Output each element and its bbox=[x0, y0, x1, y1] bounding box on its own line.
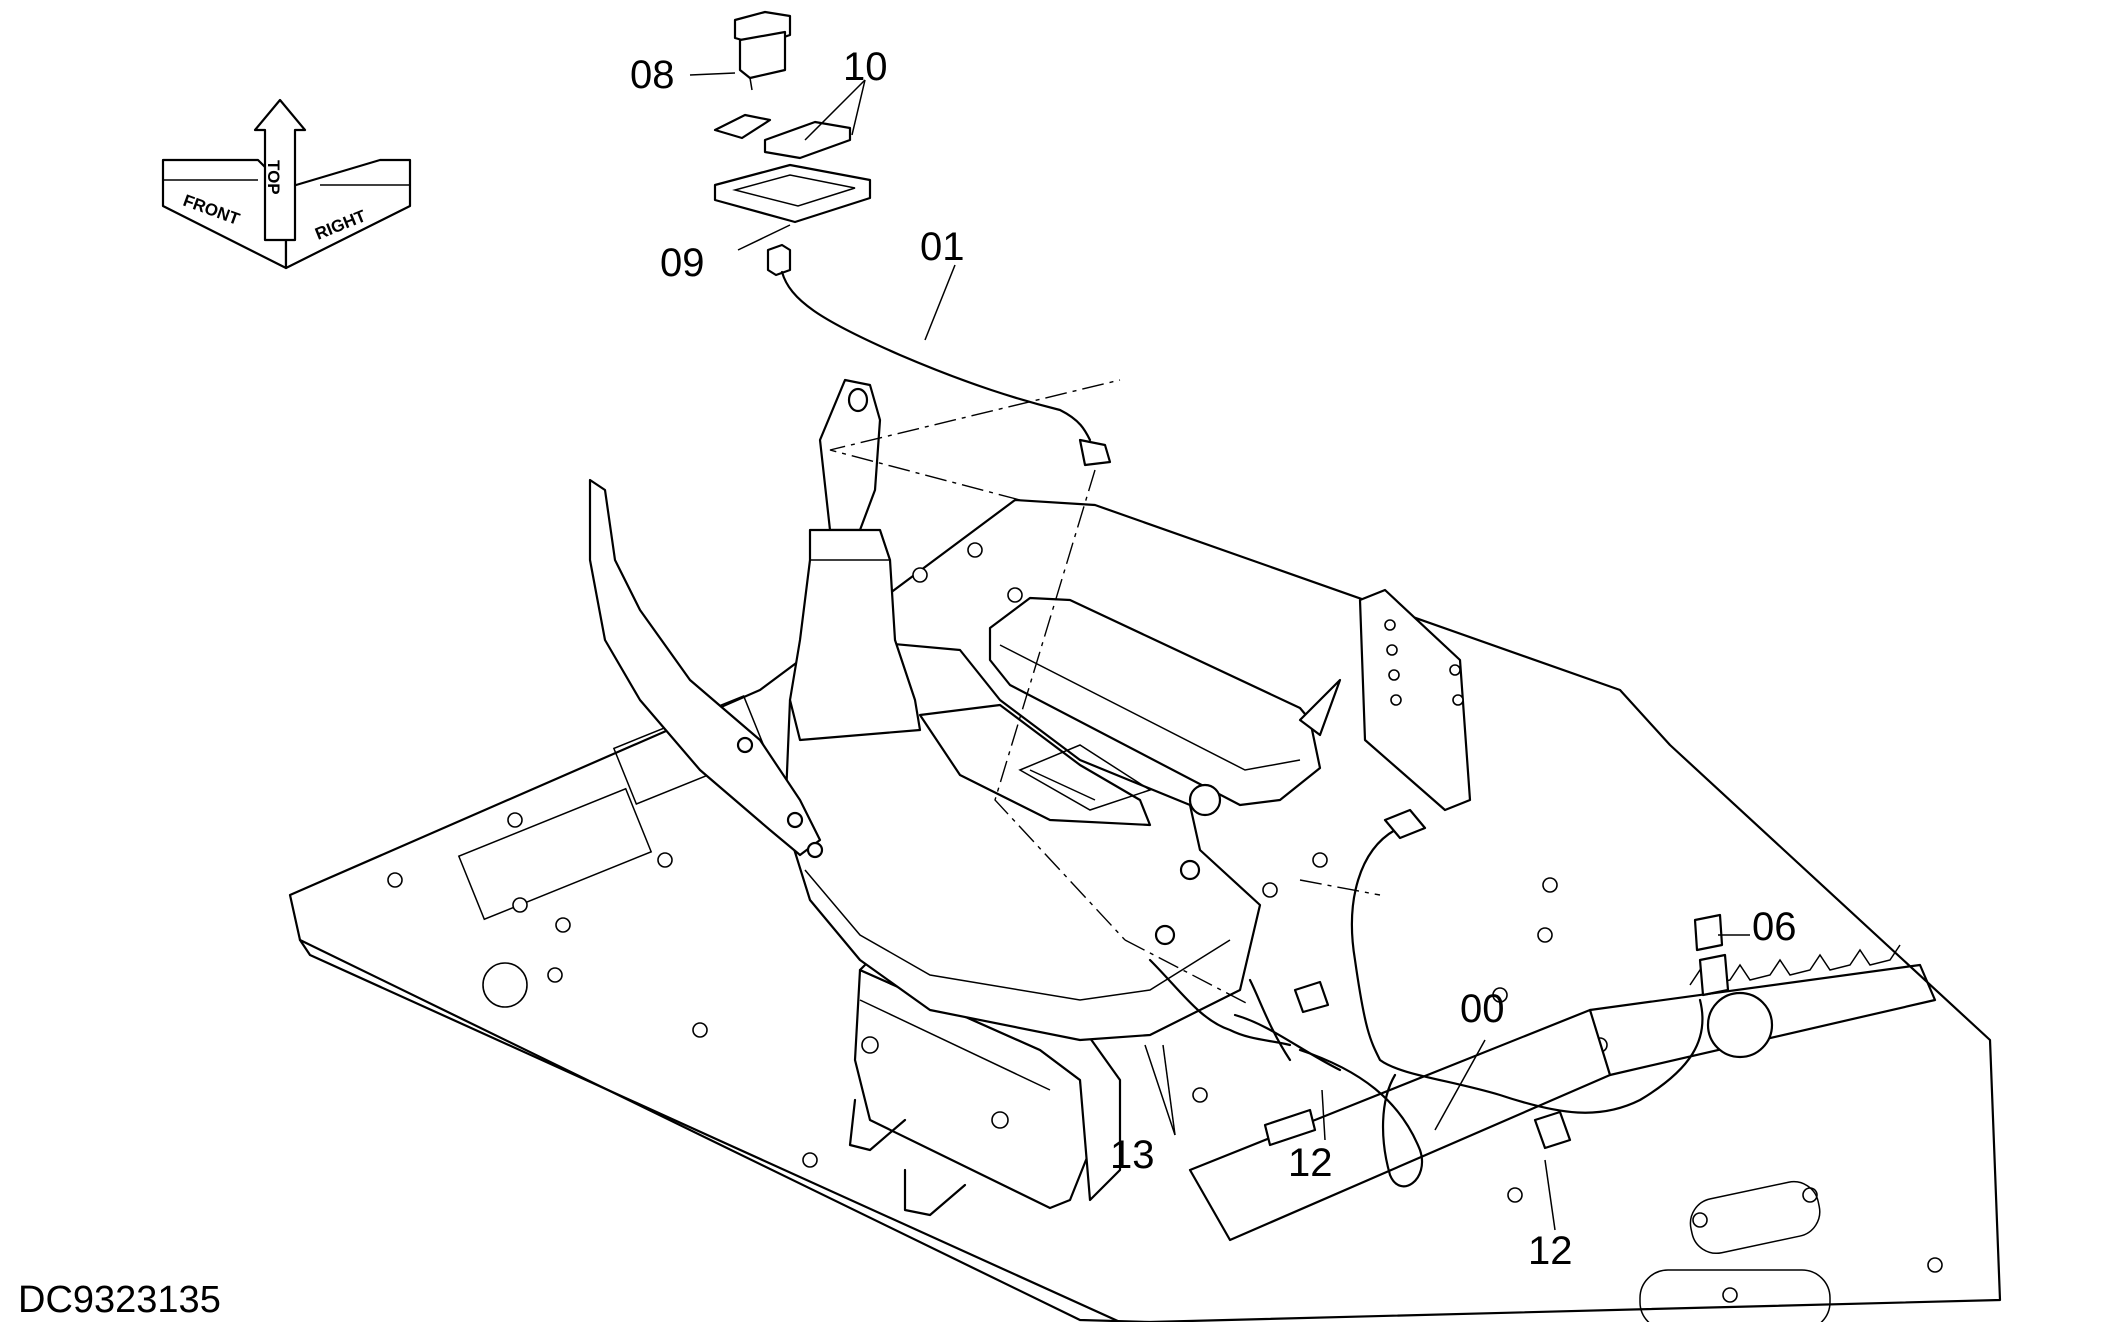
callout-09: 09 bbox=[660, 241, 705, 285]
switch-panel-09 bbox=[713, 163, 872, 224]
harness-01 bbox=[780, 270, 1112, 467]
lever bbox=[588, 478, 824, 859]
drawing-code: DC9323135 bbox=[18, 1279, 221, 1321]
callout-10: 10 bbox=[843, 45, 888, 89]
callout-01: 01 bbox=[920, 225, 965, 269]
callout-00: 00 bbox=[1460, 987, 1505, 1031]
relay-06 bbox=[1693, 913, 1724, 952]
orientation-icon: FRONT TOP RIGHT bbox=[161, 98, 412, 270]
switch-parts bbox=[713, 10, 872, 277]
callout-12-a: 12 bbox=[1288, 1141, 1333, 1185]
relay-cylinder bbox=[1706, 991, 1774, 1059]
control-console bbox=[783, 638, 1262, 1042]
callout-08: 08 bbox=[630, 53, 675, 97]
callout-leaders bbox=[689, 72, 1750, 1231]
seat-rail-right bbox=[1188, 588, 1937, 1242]
callout-13: 13 bbox=[1110, 1133, 1155, 1177]
floor-plug bbox=[482, 962, 528, 1008]
main-harness-00 bbox=[1148, 808, 1730, 1188]
callout-06: 06 bbox=[1752, 905, 1797, 949]
callout-12-b: 12 bbox=[1528, 1229, 1573, 1273]
blank-cover-10b bbox=[763, 120, 852, 160]
armrest bbox=[988, 596, 1342, 807]
top-label: TOP bbox=[264, 160, 283, 195]
joystick bbox=[788, 378, 922, 742]
assembly-lines bbox=[829, 379, 1381, 1006]
blank-cover-10a bbox=[713, 113, 772, 140]
